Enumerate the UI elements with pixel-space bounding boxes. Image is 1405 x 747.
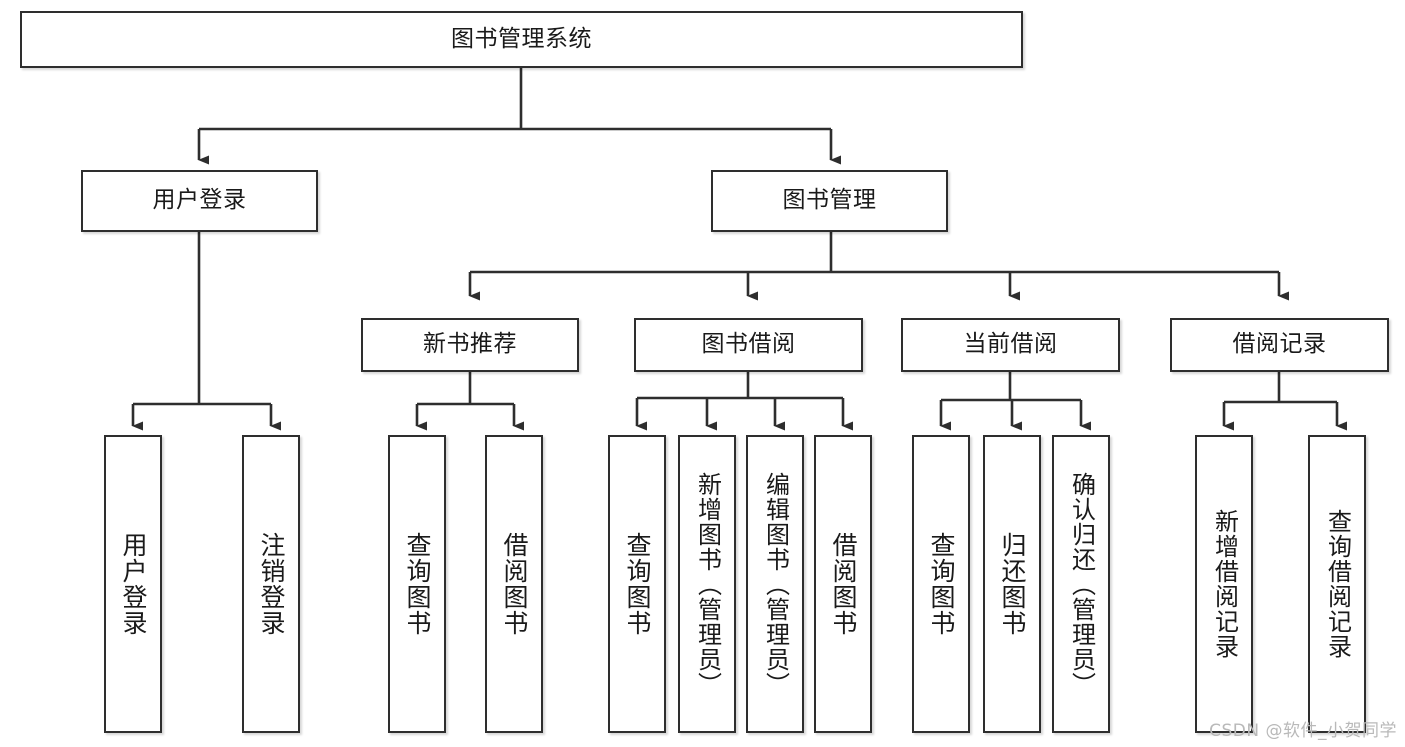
- node-book-borrowing[interactable]: 图书借阅: [634, 318, 863, 372]
- node-label: 借阅图书: [500, 532, 529, 636]
- node-label: 图书管理系统: [451, 25, 592, 52]
- leaf-borrow-book-recommend[interactable]: 借阅图书: [485, 435, 543, 733]
- node-new-book-recommendation[interactable]: 新书推荐: [361, 318, 579, 372]
- csdn-watermark: CSDN @软件_小贺同学: [1209, 721, 1397, 741]
- node-borrowing-record[interactable]: 借阅记录: [1170, 318, 1389, 372]
- node-label: 用户登录: [152, 187, 247, 214]
- node-label: 查询借阅记录: [1323, 509, 1352, 659]
- leaf-query-book-current[interactable]: 查询图书: [912, 435, 970, 733]
- leaf-add-book-admin[interactable]: 新增图书（管理员）: [678, 435, 736, 733]
- node-label: 当前借阅: [963, 331, 1058, 358]
- node-root-book-management-system[interactable]: 图书管理系统: [20, 11, 1023, 68]
- leaf-borrow-book[interactable]: 借阅图书: [814, 435, 872, 733]
- leaf-query-book-borrow[interactable]: 查询图书: [608, 435, 666, 733]
- leaf-logout[interactable]: 注销登录: [242, 435, 300, 733]
- node-label: 图书借阅: [701, 331, 796, 358]
- node-label: 新增图书（管理员）: [693, 471, 722, 697]
- node-label: 编辑图书（管理员）: [761, 471, 790, 697]
- node-label: 借阅记录: [1232, 331, 1327, 358]
- node-current-borrowing[interactable]: 当前借阅: [901, 318, 1120, 372]
- node-label: 归还图书: [998, 532, 1027, 636]
- leaf-confirm-return-admin[interactable]: 确认归还（管理员）: [1052, 435, 1110, 733]
- node-label: 查询图书: [623, 532, 652, 636]
- leaf-add-borrow-record[interactable]: 新增借阅记录: [1195, 435, 1253, 733]
- node-label: 查询图书: [403, 532, 432, 636]
- node-label: 确认归还（管理员）: [1067, 471, 1096, 697]
- node-label: 用户登录: [119, 532, 148, 636]
- node-user-login[interactable]: 用户登录: [81, 170, 318, 232]
- leaf-return-book[interactable]: 归还图书: [983, 435, 1041, 733]
- node-book-management[interactable]: 图书管理: [711, 170, 948, 232]
- node-label: 查询图书: [927, 532, 956, 636]
- leaf-user-login[interactable]: 用户登录: [104, 435, 162, 733]
- leaf-query-borrow-record[interactable]: 查询借阅记录: [1308, 435, 1366, 733]
- node-label: 图书管理: [782, 187, 877, 214]
- leaf-query-book-recommend[interactable]: 查询图书: [388, 435, 446, 733]
- leaf-edit-book-admin[interactable]: 编辑图书（管理员）: [746, 435, 804, 733]
- node-label: 借阅图书: [829, 532, 858, 636]
- node-label: 新增借阅记录: [1210, 509, 1239, 659]
- node-label: 注销登录: [257, 532, 286, 636]
- node-label: 新书推荐: [423, 331, 517, 358]
